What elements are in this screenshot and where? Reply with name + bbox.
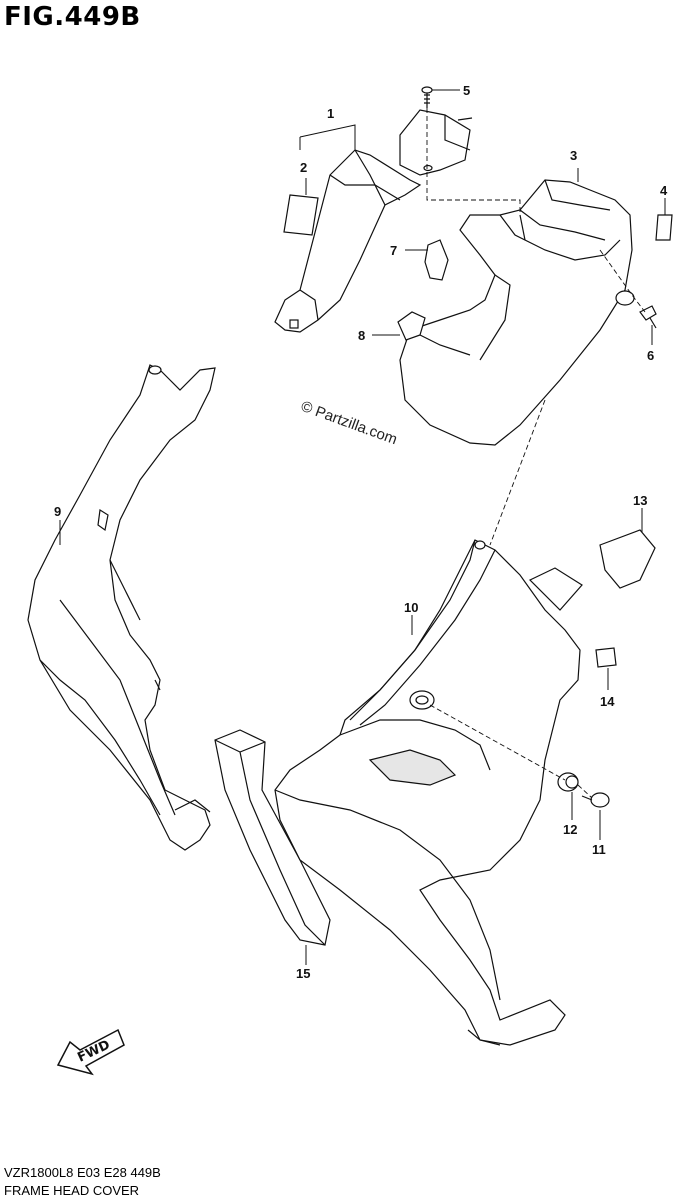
part-2-pad[interactable] (283, 194, 319, 236)
part-4-pad[interactable] (655, 214, 673, 241)
callout-7: 7 (390, 243, 397, 258)
callout-14: 14 (600, 694, 615, 709)
callouts: 1 2 3 4 5 6 7 8 9 10 11 12 13 14 15 (54, 83, 668, 981)
callout-6: 6 (647, 348, 654, 363)
part-13-pad[interactable] (599, 529, 656, 589)
assembly-lines (426, 108, 646, 799)
part-3-upper-cover[interactable] (399, 179, 635, 446)
part-8-pad[interactable] (397, 311, 426, 341)
callout-15: 15 (296, 966, 310, 981)
callout-3: 3 (570, 148, 577, 163)
callout-13: 13 (633, 493, 647, 508)
part-5-screw[interactable] (421, 86, 433, 108)
callout-10: 10 (404, 600, 418, 615)
part-1-mount-plate (399, 109, 473, 176)
callout-11: 11 (592, 842, 606, 857)
figure-name: FRAME HEAD COVER (4, 1183, 140, 1198)
part-9-cover[interactable] (27, 364, 216, 851)
callout-2: 2 (300, 160, 307, 175)
callout-5: 5 (463, 83, 470, 98)
watermark-text: © Partzilla.com (299, 398, 400, 449)
callout-8: 8 (358, 328, 365, 343)
figure-title: FIG.449B (4, 2, 141, 32)
fwd-arrow-icon: FWD (56, 1028, 125, 1076)
callout-9: 9 (54, 504, 61, 519)
part-6-screw[interactable] (639, 305, 657, 329)
callout-12: 12 (563, 822, 577, 837)
part-11-screw[interactable] (581, 792, 610, 808)
model-code: VZR1800L8 E03 E28 449B (4, 1165, 161, 1180)
part-10-frame-head-cover[interactable] (274, 539, 583, 1046)
part-14-pad[interactable] (595, 647, 617, 668)
part-12-grommet[interactable] (557, 772, 579, 792)
part-7-pad[interactable] (424, 239, 449, 281)
part-1-bracket[interactable] (274, 149, 422, 333)
callout-1: 1 (327, 106, 334, 121)
callout-4: 4 (660, 183, 668, 198)
part-15-cushion[interactable] (214, 729, 331, 946)
